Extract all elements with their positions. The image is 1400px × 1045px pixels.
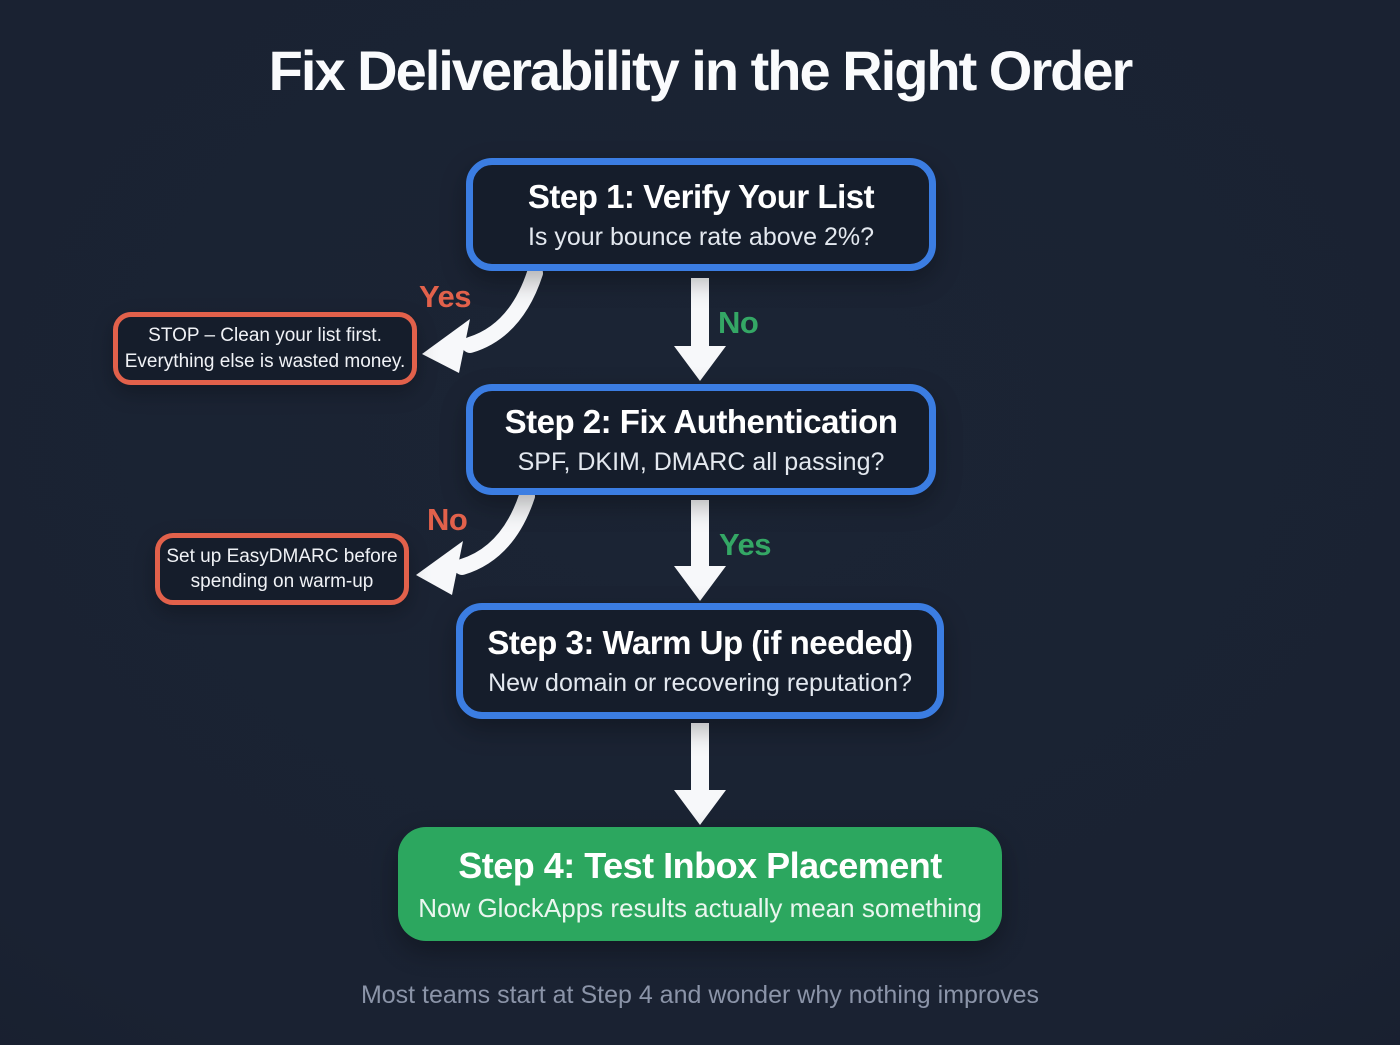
warning-easydmarc-line1: Set up EasyDMARC before — [166, 545, 398, 567]
warning-box-clean-list: STOP – Clean your list first. Everything… — [113, 312, 417, 385]
warning-box-easydmarc: Set up EasyDMARC before spending on warm… — [155, 533, 409, 605]
step-2-question: SPF, DKIM, DMARC all passing? — [517, 447, 885, 476]
warning-clean-list-line2: Everything else is wasted money. — [124, 350, 406, 372]
step-3-question: New domain or recovering reputation? — [488, 669, 912, 697]
warning-clean-list-line1: STOP – Clean your list first. — [148, 325, 382, 347]
step-4-heading: Step 4: Test Inbox Placement — [458, 844, 942, 886]
branch-1-yes-label: Yes — [419, 279, 471, 314]
step-1-heading: Step 1: Verify Your List — [527, 177, 875, 215]
arrow-step3-to-step4-icon — [674, 723, 726, 825]
branch-2-no-label: No — [427, 502, 468, 537]
branch-1-no-label: No — [718, 305, 759, 340]
page-title: Fix Deliverability in the Right Order — [268, 39, 1134, 102]
arrow-step1-yes-head-icon — [422, 319, 470, 373]
footer-note: Most teams start at Step 4 and wonder wh… — [360, 981, 1040, 1009]
step-3-heading: Step 3: Warm Up (if needed) — [487, 624, 913, 661]
step-2-box: Step 2: Fix Authentication SPF, DKIM, DM… — [466, 384, 936, 495]
step-4-question: Now GlockApps results actually mean some… — [418, 892, 982, 923]
step-4-box: Step 4: Test Inbox Placement Now GlockAp… — [398, 827, 1002, 941]
arrow-step2-no-curve-icon — [454, 488, 535, 575]
step-3-box: Step 3: Warm Up (if needed) New domain o… — [456, 603, 944, 719]
arrow-step2-to-step3-icon — [674, 500, 726, 601]
step-1-box: Step 1: Verify Your List Is your bounce … — [466, 158, 936, 271]
step-2-heading: Step 2: Fix Authentication — [504, 402, 898, 440]
warning-easydmarc-line2: spending on warm-up — [190, 571, 374, 592]
arrow-step2-no-head-icon — [416, 541, 463, 595]
step-1-question: Is your bounce rate above 2%? — [527, 222, 875, 251]
arrow-step1-to-step2-icon — [674, 278, 726, 381]
arrow-step1-yes-curve-icon — [462, 265, 543, 353]
branch-2-yes-label: Yes — [719, 527, 771, 562]
